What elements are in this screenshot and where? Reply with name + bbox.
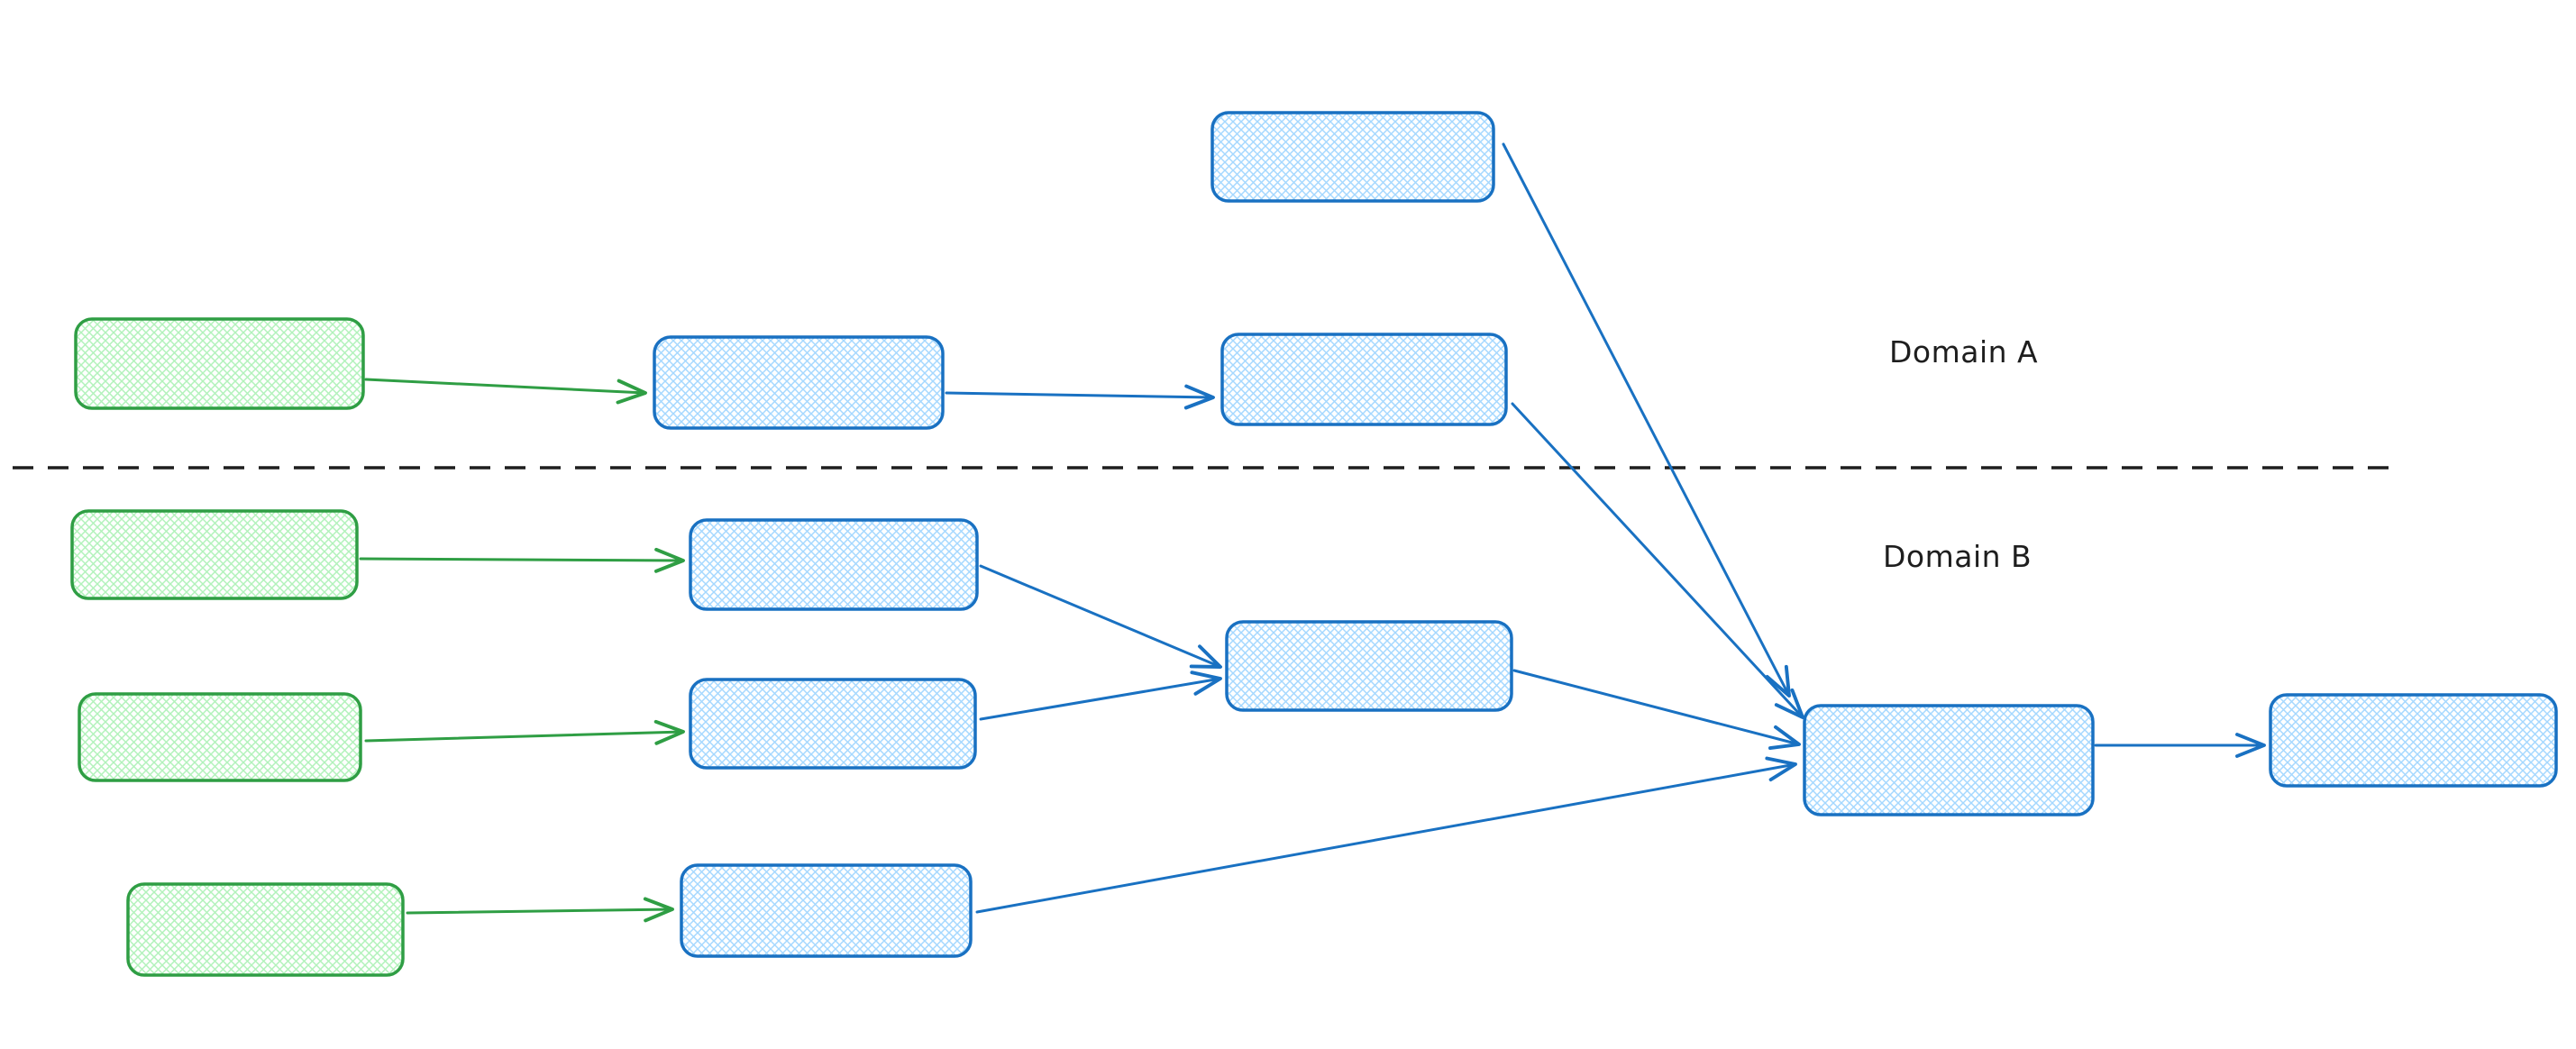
blue-box-b1: [689, 518, 979, 611]
nodes-layer: [70, 111, 2558, 977]
edge-b1-to-b-merge: [979, 564, 1222, 669]
blue-box-b3: [680, 863, 973, 958]
edge-green-b3-to-b3: [406, 897, 674, 923]
blue-box-b2: [689, 678, 977, 770]
edges-layer: [359, 142, 2266, 923]
green-box-b1: [70, 509, 359, 600]
green-box-b3: [126, 882, 405, 977]
blue-box-a2: [1220, 333, 1508, 426]
blue-box-b-merge: [1225, 620, 1513, 712]
edge-b3-to-merge: [975, 756, 1797, 914]
domain-a-label: Domain A: [1889, 334, 2039, 369]
blue-box-top: [1210, 111, 1495, 203]
domain-b-label: Domain B: [1883, 539, 2032, 574]
blue-box-a1: [653, 335, 945, 430]
edge-a2-to-merge: [1511, 402, 1804, 719]
edge-b-merge-to-merge: [1512, 669, 1801, 751]
green-box-a: [74, 317, 365, 410]
green-box-b2: [78, 692, 362, 782]
edge-green-b1-to-b1: [359, 547, 685, 573]
edge-a1-to-a2: [945, 384, 1215, 410]
blue-box-final: [2269, 693, 2558, 788]
edge-b2-to-b-merge: [979, 670, 1222, 721]
blue-box-merge: [1803, 704, 2095, 816]
edge-green-b2-to-b2: [364, 719, 685, 745]
edge-green-a-to-a1: [364, 378, 647, 405]
edge-top-to-merge: [1502, 142, 1791, 698]
